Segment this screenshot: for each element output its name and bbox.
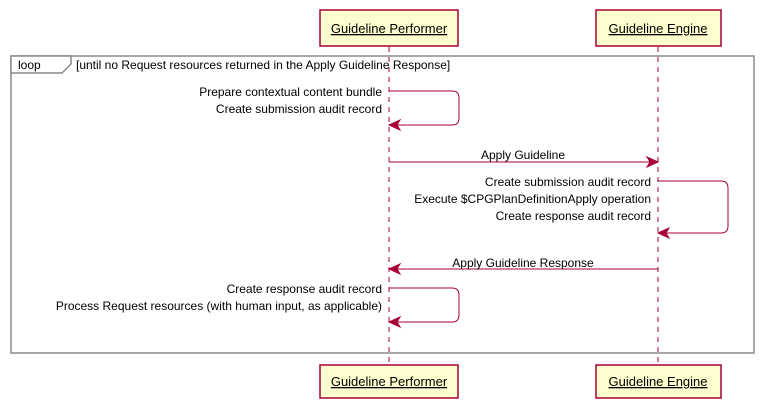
self-message-2-line-1: Create submission audit record (485, 175, 651, 189)
loop-tab (10, 55, 72, 74)
self-message-2-line (658, 180, 729, 234)
self-message-2-arrowhead (656, 226, 671, 240)
loop-frame (10, 55, 755, 354)
self-message-3-line-1: Create response audit record (227, 282, 382, 296)
self-message-1-line-1: Prepare contextual content bundle (199, 85, 382, 99)
engine-box-top (595, 9, 722, 47)
performer-box-top (319, 9, 459, 47)
engine-box-bottom (595, 364, 722, 399)
performer-box-bottom (319, 364, 459, 399)
apply-guideline-response-label: Apply Guideline Response (452, 256, 594, 270)
performer-label-top: Guideline Performer (331, 21, 448, 36)
self-message-1-line (389, 90, 460, 126)
self-message-1-line-2: Create submission audit record (216, 102, 382, 116)
self-message-1-arrowhead (387, 118, 402, 132)
self-message-3-line-2: Process Request resources (with human in… (56, 299, 382, 313)
self-message-3-line (389, 287, 460, 323)
self-message-2-line-2: Execute $CPGPlanDefinitionApply operatio… (414, 192, 651, 206)
apply-guideline-label: Apply Guideline (481, 148, 565, 162)
loop-keyword: loop (18, 58, 41, 72)
engine-label-bottom: Guideline Engine (608, 374, 707, 389)
self-message-2-line-3: Create response audit record (496, 209, 651, 223)
performer-label-bottom: Guideline Performer (331, 374, 448, 389)
self-message-3-arrowhead (387, 315, 402, 329)
apply-guideline-arrowhead (645, 155, 660, 169)
engine-label-top: Guideline Engine (608, 21, 707, 36)
loop-condition: [until no Request resources returned in … (76, 58, 450, 72)
apply-guideline-response-arrowhead (387, 262, 402, 276)
